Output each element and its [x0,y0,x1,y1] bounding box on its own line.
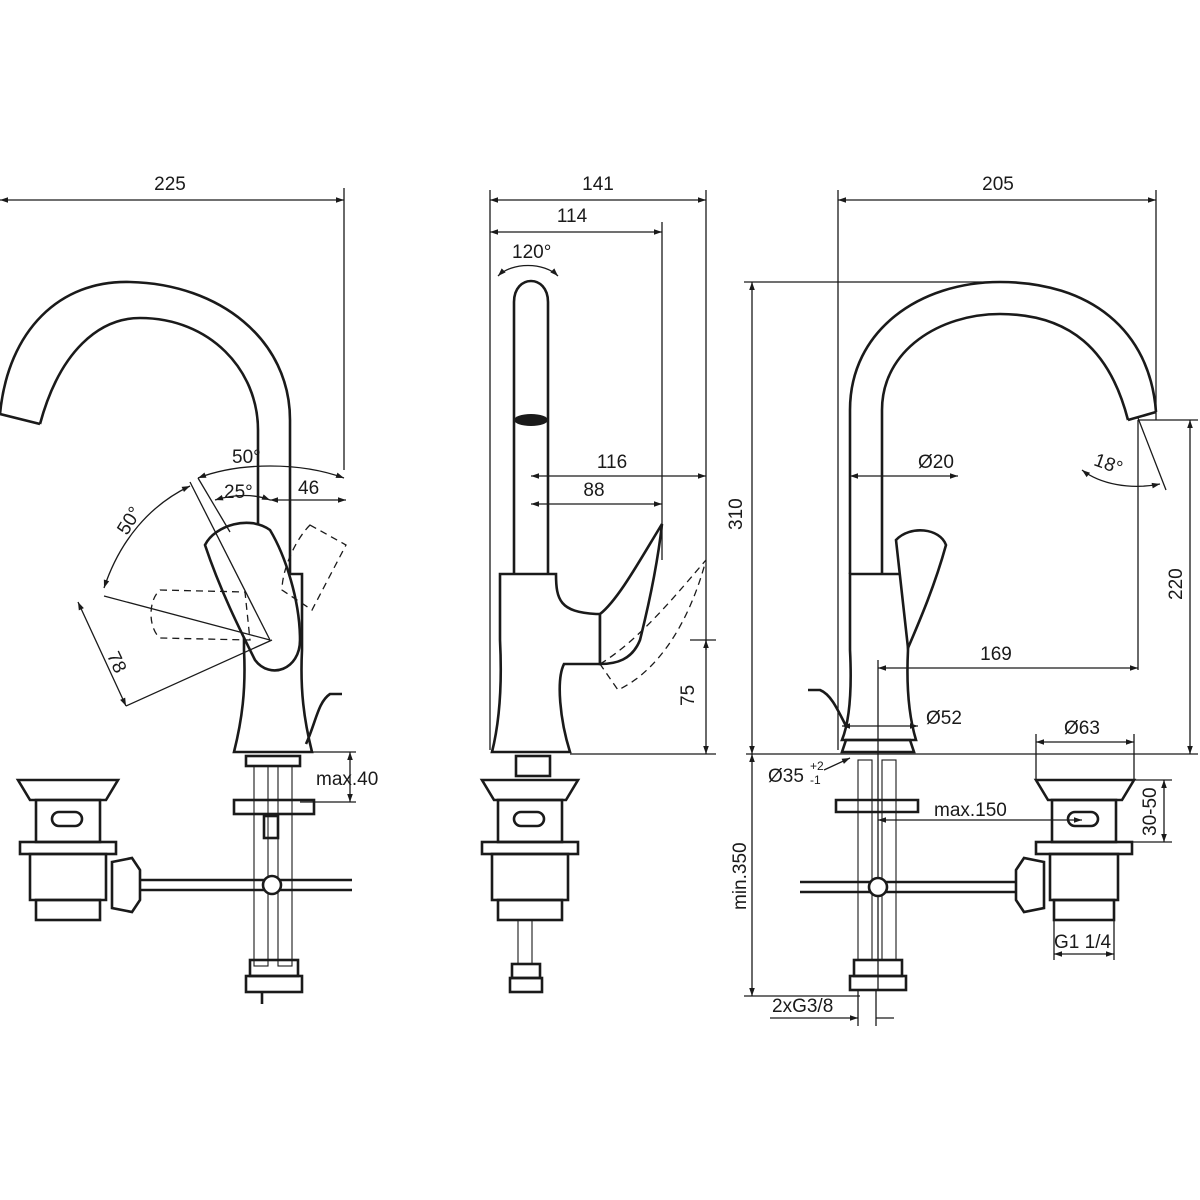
body-side [490,572,602,754]
diameter-52: Ø52 [926,708,962,729]
angle-50-top: 50° [232,447,261,468]
spout-inner [880,312,1130,574]
drain-slot [512,810,546,828]
dim-114: 114 [557,206,588,227]
drain-slot-right [1066,810,1100,828]
drain-body [490,852,570,902]
side-view: 141 114 120° 116 88 75 [479,174,716,994]
angle-ray [189,481,271,641]
hose-side [517,919,533,965]
drain-tail [34,898,102,922]
arc-25 [214,494,271,501]
spout-inner [38,316,260,574]
height-220: 220 [1166,568,1187,600]
height-310: 310 [726,498,747,530]
drain-ring [18,840,118,856]
mount-plate-right [834,798,920,814]
ball-joint-right [867,876,889,898]
drain-flange [479,778,581,802]
hose-connector [510,962,542,980]
dim-169: 169 [980,644,1012,665]
lever-position-right [281,524,347,611]
drain-upper [34,798,102,844]
spout-outlet [1127,410,1157,422]
rotation-120: 120° [512,242,551,263]
mount-plate [232,798,316,816]
drain-ring-right [1034,840,1134,856]
dim-78: 78 [102,649,130,677]
ball-joint [261,874,283,896]
right-view: 205 310 Ø20 18° 220 169 Ø52 [726,174,1198,1026]
arc-50-top [197,465,345,479]
handle-dashed [599,559,707,691]
handle-right [894,529,948,654]
hose-nut-right [848,974,908,992]
aerator [514,414,548,426]
angle-ray [103,595,271,641]
drain-upper-right [1050,798,1118,844]
angle-50-left: 50° [113,503,146,538]
dim-141: 141 [582,174,614,195]
drain-tail [496,898,564,922]
arc-50-left [103,485,191,589]
dim-88: 88 [583,480,604,501]
popup-rod [304,692,342,745]
hose-nut [244,974,304,994]
hose-left-right [857,759,873,961]
shank-nut [514,754,552,778]
dim-205: 205 [982,174,1014,195]
thread-g1: G1 1/4 [1054,932,1111,953]
mount-washer [244,754,302,768]
arc-18 [1081,469,1161,489]
base-right [840,738,916,754]
drain-body-right [1048,852,1120,902]
hose-connector [248,958,300,978]
drain-nut [110,856,142,914]
dim-line-78 [77,601,127,707]
popup-rod-right [808,688,848,727]
spout-side [512,279,550,574]
dim-225: 225 [154,174,186,195]
drain-body [28,852,108,902]
drain-ring [480,840,580,856]
max-150: max.150 [934,800,1007,821]
thread-g38: 2xG3/8 [772,996,833,1017]
range-30-50: 30-50 [1140,787,1161,836]
spout-outer [848,280,1158,574]
hole-35: Ø35 [768,766,804,787]
diameter-20: Ø20 [918,452,954,473]
angle-25: 25° [224,482,253,503]
hose-right [277,765,293,967]
drain-flange-right [1033,778,1137,802]
hose-left [253,765,269,967]
spout-outlet [0,412,41,426]
angle-ray [197,477,231,533]
dim-46: 46 [298,478,319,499]
drain-slot [50,810,84,828]
leader-d35 [823,757,851,771]
front-view: 225 50° 25° 46 50° 78 [0,174,378,1004]
dim-116: 116 [597,452,627,473]
lever-position-left [150,589,251,641]
ext-line [125,639,273,707]
handle-side [598,523,664,666]
hose-nut [508,976,544,994]
angle-ray [1137,417,1167,491]
hole-35-tol-minus: -1 [810,773,821,787]
dim-75: 75 [678,685,699,706]
angle-18: 18° [1091,450,1125,480]
diameter-63: Ø63 [1064,718,1100,739]
max-40: max.40 [316,769,378,790]
spout-outer [0,280,292,574]
min-350: min.350 [730,842,751,910]
drain-flange [15,778,121,802]
center-rod [262,814,280,840]
hose-right-right [881,759,897,961]
arc-120 [497,264,559,277]
drain-upper [496,798,564,844]
drain-tail-right [1052,898,1116,922]
drain-nut-right [1014,856,1046,914]
hole-35-tol-plus: +2 [810,759,824,773]
